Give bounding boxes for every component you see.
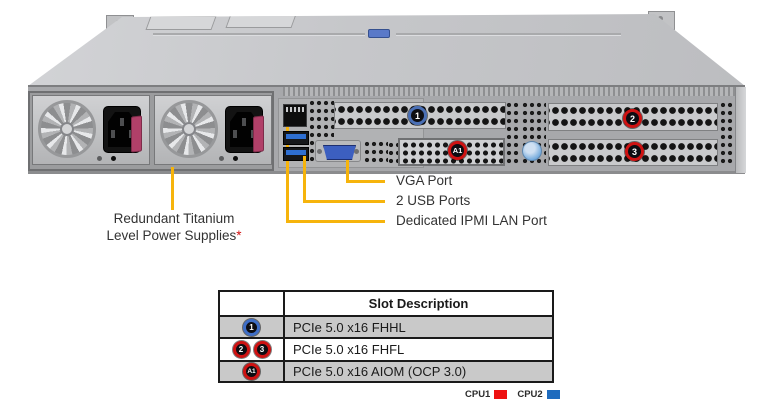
callout-line-vga: [346, 160, 349, 183]
ipmi-callout-label: Dedicated IPMI LAN Port: [396, 213, 547, 228]
psu-callout-label: Redundant Titanium Level Power Supplies*: [93, 211, 255, 244]
usb-port-1: [283, 131, 309, 145]
callout-line-vga: [346, 180, 385, 183]
cpu1-color-swatch: [494, 390, 508, 399]
psu-label-line1: Redundant Titanium: [113, 211, 235, 226]
slot-badge-cell: 1: [218, 315, 285, 339]
slot-description-cell: PCIe 5.0 x16 AIOM (OCP 3.0): [283, 360, 554, 383]
slot1-badge: 1: [408, 106, 427, 125]
psu-screw: [97, 156, 102, 161]
cpu2-legend-label: CPU2: [517, 389, 543, 400]
vga-connector: [323, 145, 356, 160]
cpu-legend: CPU1 CPU2: [465, 389, 560, 400]
vent-cluster: [364, 141, 388, 164]
vga-port: [315, 140, 361, 162]
cover-groove: [153, 33, 365, 36]
psu-bay: [28, 91, 274, 171]
slot-badge-cell: A1: [218, 360, 285, 383]
vent-column: [388, 142, 398, 166]
table-row: 1 PCIe 5.0 x16 FHHL: [218, 315, 554, 339]
table-header-row: Slot Description: [218, 290, 554, 317]
table-row: A1 PCIe 5.0 x16 AIOM (OCP 3.0): [218, 360, 554, 383]
power-supply-1: [32, 95, 150, 165]
aiom-badge: A1: [243, 363, 260, 381]
aiom-badge: A1: [448, 141, 467, 160]
vent-strip: [283, 87, 735, 96]
header-empty-cell: [218, 290, 285, 317]
header-slot-description: Slot Description: [283, 290, 554, 317]
ac-pins: [120, 118, 124, 126]
callout-line-ipmi: [286, 171, 289, 223]
chassis-right-rail: [735, 87, 746, 173]
chassis-rear-panel: 1 A1 2 3: [28, 85, 746, 176]
vga-screw: [317, 149, 322, 154]
slot2-badge: 2: [232, 341, 250, 359]
psu-led: [233, 156, 238, 161]
ac-pins: [242, 118, 246, 126]
slot1-badge: 1: [243, 318, 260, 336]
psu-fan-icon: [160, 100, 218, 158]
slot-description-cell: PCIe 5.0 x16 FHFL: [283, 337, 554, 362]
slot3-badge: 3: [625, 142, 644, 161]
slot-description-cell: PCIe 5.0 x16 FHHL: [283, 315, 554, 339]
slot2-badge: 2: [623, 109, 642, 128]
psu-fan-icon: [38, 100, 96, 158]
power-supply-2: [154, 95, 272, 165]
thumbscrew: [522, 141, 542, 161]
slot3-badge: 3: [253, 341, 271, 359]
label-sticker: [225, 14, 297, 28]
vga-callout-label: VGA Port: [396, 173, 453, 188]
callout-line-ipmi: [286, 220, 385, 223]
cpu2-color-swatch: [546, 390, 560, 399]
psu-label-line2: Level Power Supplies*: [106, 227, 242, 243]
chassis-top-cover: [28, 14, 745, 86]
cover-groove: [396, 33, 621, 36]
psu-release-lever: [253, 115, 264, 153]
psu-screw: [219, 156, 224, 161]
vent-column: [720, 102, 733, 164]
vent-column: [506, 102, 520, 164]
usb-port-2: [283, 147, 309, 161]
ipmi-lan-port: [283, 104, 307, 127]
cover-release-latch: [368, 29, 390, 38]
usb-callout-label: 2 USB Ports: [396, 193, 471, 208]
callout-line-usb: [303, 200, 385, 203]
callout-line-usb: [303, 156, 306, 203]
callout-line-psu: [171, 167, 174, 210]
label-sticker: [145, 16, 217, 30]
cpu1-legend-label: CPU1: [465, 389, 491, 400]
psu-release-lever: [131, 115, 142, 153]
psu-led: [111, 156, 116, 161]
vga-screw: [354, 149, 359, 154]
footnote-asterisk: *: [236, 227, 242, 243]
